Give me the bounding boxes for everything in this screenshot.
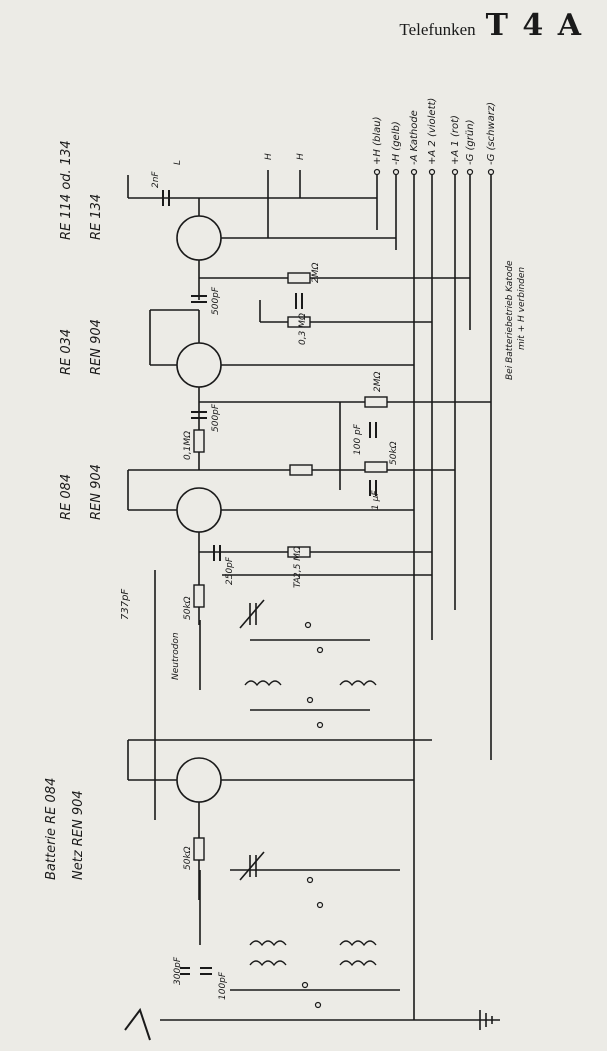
label-c-500-a: 500pF — [211, 286, 221, 315]
tube-1-name-a: RE 114 od. 134 — [59, 140, 74, 240]
tube-2-name-b: REN 904 — [89, 319, 104, 375]
tube-3-name-b: REN 904 — [89, 464, 104, 520]
tube-2-name-a: RE 034 — [59, 329, 74, 375]
tube-4-name-b: Netz REN 904 — [71, 790, 86, 880]
rail-label-2: -H (gelb) — [391, 121, 402, 165]
label-c-500-b: 500pF — [211, 403, 221, 432]
label-l: L — [173, 160, 183, 165]
label-r-25m: 2,5 MΩ — [293, 546, 303, 578]
rail-label-3: -A Kathode — [409, 110, 420, 165]
label-c-1uf: 1 µF — [371, 490, 381, 510]
label-r-01m: 0,1MΩ — [183, 431, 193, 460]
header: Telefunken T 4 A — [399, 8, 583, 43]
label-c-100b: 100pF — [218, 971, 228, 1000]
tube-1-name-b: RE 134 — [89, 194, 104, 240]
tube-3-name-a: RE 084 — [59, 474, 74, 520]
rail-label-4: +A 2 (violett) — [427, 98, 438, 165]
label-r-03m: 0,3 MΩ — [298, 313, 308, 345]
label-2nf: 2nF — [151, 171, 161, 188]
battery-note-line-1: Bei Batteriebetrieb Katode — [505, 260, 515, 380]
tube-4-name-a: Batterie RE 084 — [44, 778, 59, 880]
label-r-50k-a: 50kΩ — [389, 441, 399, 465]
label-r-2m-b: 2MΩ — [373, 372, 383, 392]
label-c-100: 100 pF — [353, 423, 363, 455]
battery-note-line-2: mit + H verbinden — [517, 267, 527, 350]
label-h1: H — [264, 153, 274, 160]
label-c-737: 737pF — [120, 589, 131, 620]
brand-name: Telefunken — [399, 20, 476, 39]
rail-label-1: +H (blau) — [372, 117, 383, 165]
label-r-2m-a: 2MΩ — [311, 263, 321, 283]
label-r-50k-b: 50kΩ — [183, 596, 193, 620]
rail-label-6: -G (grün) — [465, 120, 476, 165]
model-name: T 4 A — [485, 8, 583, 43]
label-r-50k-c: 50kΩ — [183, 846, 193, 870]
label-ta: TA — [293, 577, 303, 588]
rail-label-7: -G (schwarz) — [486, 102, 497, 165]
label-c-300: 300pF — [173, 956, 183, 985]
label-h2: H — [296, 153, 306, 160]
rail-label-5: +A 1 (rot) — [450, 115, 461, 165]
label-neutrodon: Neutrodon — [171, 632, 181, 680]
label-c-250: 250pF — [225, 556, 235, 585]
